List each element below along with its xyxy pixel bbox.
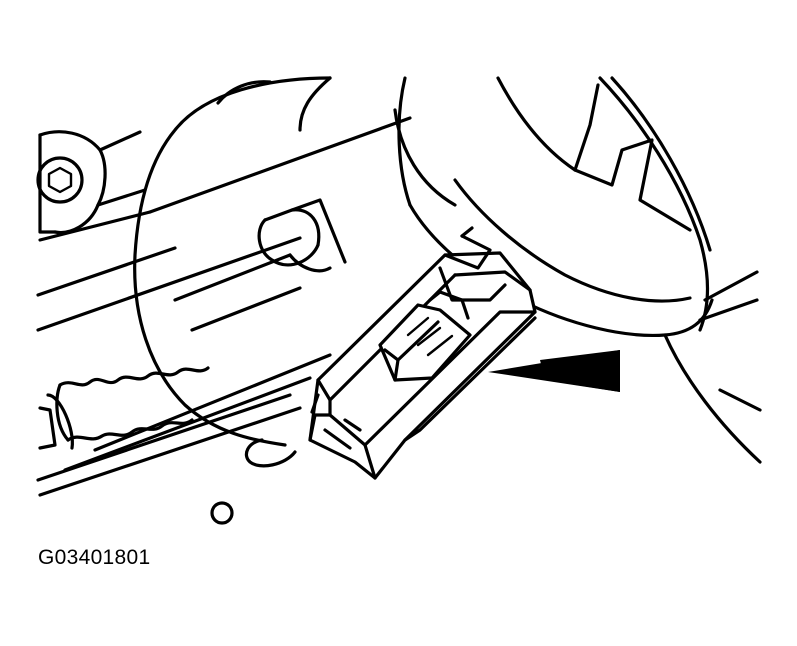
mounting-bracket [36, 130, 152, 242]
small-fittings [210, 438, 297, 525]
side-panel [663, 270, 762, 464]
flex-boot [38, 366, 210, 450]
figure-code: G03401801 [38, 546, 151, 569]
electrical-connector [308, 226, 537, 480]
circle-marker-icon [210, 501, 234, 525]
shaft-housing [36, 116, 412, 497]
upper-bracket [573, 83, 692, 232]
bolt-head-icon [47, 166, 73, 194]
arrow-left-icon [488, 350, 620, 392]
shaft [173, 198, 347, 332]
